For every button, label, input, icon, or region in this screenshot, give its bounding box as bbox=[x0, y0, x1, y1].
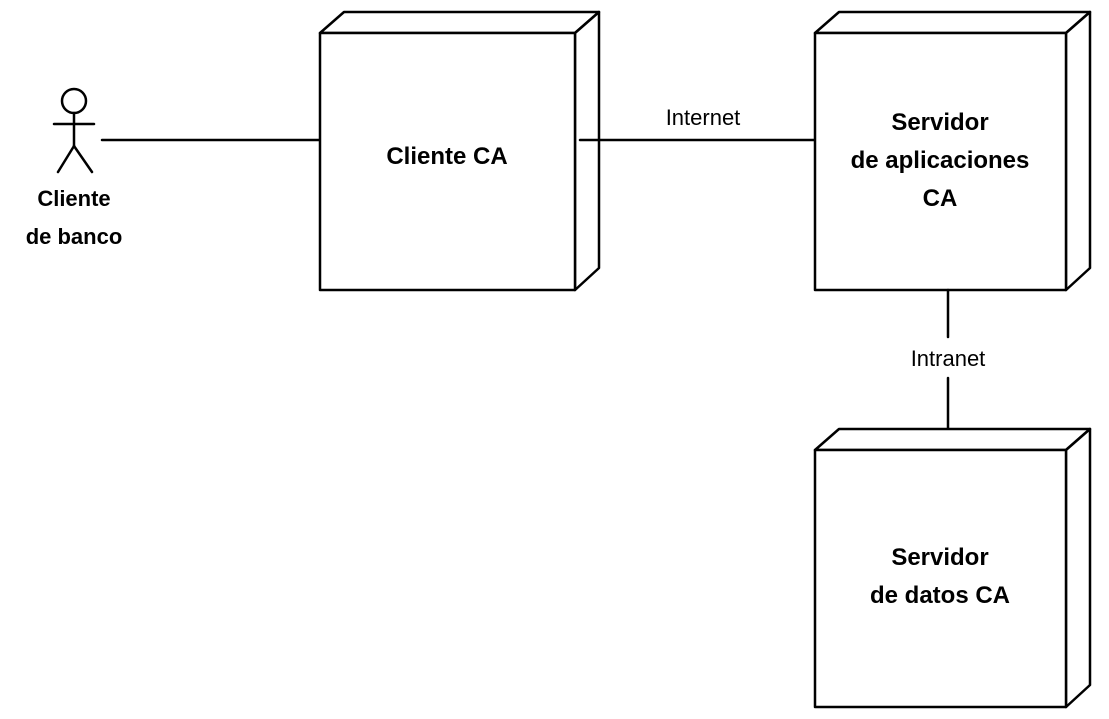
actor-cliente-de-banco[interactable]: Cliente de banco bbox=[26, 87, 123, 249]
node-label-line-1: Servidor bbox=[891, 544, 988, 571]
node-label-line-2: de datos CA bbox=[870, 582, 1010, 609]
node-servidor-aplicaciones-ca[interactable]: Servidor de aplicaciones CA bbox=[813, 10, 1092, 292]
node-top-face bbox=[813, 10, 1092, 35]
node-cliente-ca[interactable]: Cliente CA bbox=[318, 10, 601, 292]
node-label-line-3: CA bbox=[923, 185, 958, 212]
actor-label-line-2: de banco bbox=[26, 224, 123, 249]
node-side-face bbox=[573, 10, 601, 292]
actor-label-line-1: Cliente bbox=[37, 186, 110, 211]
node-front-face bbox=[813, 448, 1068, 709]
node-front-face bbox=[318, 31, 577, 292]
node-label-cliente-ca: Cliente CA bbox=[386, 143, 507, 170]
intranet-connection-label: Intranet bbox=[911, 346, 986, 371]
node-side-face bbox=[1064, 427, 1092, 709]
internet-connection-label: Internet bbox=[666, 105, 741, 130]
node-servidor-datos-ca[interactable]: Servidor de datos CA bbox=[813, 427, 1092, 709]
node-label-line-2: de aplicaciones bbox=[851, 147, 1030, 174]
node-label-line-1: Servidor bbox=[891, 109, 988, 136]
node-front-face bbox=[813, 31, 1068, 292]
node-top-face bbox=[318, 10, 601, 35]
node-side-face bbox=[1064, 10, 1092, 292]
node-top-face bbox=[813, 427, 1092, 452]
stick-figure-icon bbox=[52, 87, 96, 174]
